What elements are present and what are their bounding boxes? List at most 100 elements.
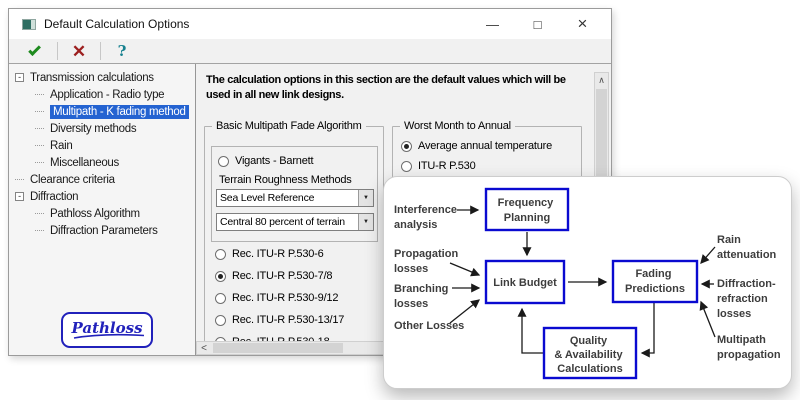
frequency-planning-box: [484, 187, 570, 232]
radio-icon: [215, 314, 226, 326]
tree-item-multipath-k-fading-method[interactable]: Multipath - K fading method: [9, 103, 195, 120]
tree-item-clearance-criteria[interactable]: Clearance criteria: [9, 171, 195, 188]
radio-label: ITU-R P.530: [418, 160, 476, 172]
maximize-button[interactable]: □: [533, 16, 542, 32]
frequency-planning-label: Frequency Planning: [498, 197, 557, 224]
tree-item-diffraction[interactable]: - Diffraction: [9, 188, 195, 205]
basic-multipath-fade-algorithm-group: Basic Multipath Fade Algorithm Vigants -…: [204, 120, 384, 348]
tree-item-rain[interactable]: Rain: [9, 137, 195, 154]
cancel-button[interactable]: ✕: [62, 40, 96, 62]
select-value: Central 80 percent of terrain: [220, 216, 345, 228]
radio-average-annual-temperature[interactable]: Average annual temperature: [401, 138, 552, 154]
horizontal-scrollbar-thumb[interactable]: [213, 343, 343, 353]
flow-box-fading-predictions: Fading Predictions: [611, 259, 699, 304]
tree-item-label: Diffraction Parameters: [50, 224, 158, 237]
title-bar[interactable]: Default Calculation Options — □ ×: [9, 9, 611, 39]
toolbar-separator: [57, 42, 58, 60]
link-budget-box: [484, 259, 566, 305]
tree-collapse-icon[interactable]: -: [15, 73, 24, 82]
app-icon: [22, 18, 36, 30]
tree-item-label: Application - Radio type: [50, 88, 165, 101]
tree-item-application-radio-type[interactable]: Application - Radio type: [9, 86, 195, 103]
tree-connector: [35, 128, 44, 129]
tree-item-label-selected: Multipath - K fading method: [50, 104, 189, 119]
radio-icon: [215, 248, 226, 260]
tree-collapse-icon[interactable]: -: [15, 192, 24, 201]
terrain-roughness-label: Terrain Roughness Methods: [219, 174, 352, 186]
branching-losses-label: Branching losses: [394, 283, 451, 310]
flow-box-link-budget: Link Budget: [484, 259, 566, 305]
tree-connector: [35, 111, 44, 112]
terrain-percent-select[interactable]: Central 80 percent of terrain ▼: [216, 213, 374, 231]
group-title: Basic Multipath Fade Algorithm: [212, 120, 366, 132]
radio-itu-r-p530-6[interactable]: Rec. ITU-R P.530-6: [215, 246, 324, 262]
radio-vigants-barnett[interactable]: Vigants - Barnett: [218, 153, 314, 169]
ok-button[interactable]: [19, 40, 53, 62]
terrain-reference-select[interactable]: Sea Level Reference ▼: [216, 189, 374, 207]
group-title: Worst Month to Annual: [400, 120, 515, 132]
radio-label: Vigants - Barnett: [235, 155, 314, 167]
tree-item-label: Diversity methods: [50, 122, 137, 135]
fading-predictions-box: [611, 259, 699, 304]
radio-label: Rec. ITU-R P.530-7/8: [232, 270, 333, 282]
radio-itu-r-p530-9-12[interactable]: Rec. ITU-R P.530-9/12: [215, 290, 338, 306]
tree-item-transmission-calculations[interactable]: - Transmission calculations: [9, 69, 195, 86]
quality-availability-box: [542, 326, 638, 380]
logo-underline: [73, 333, 145, 339]
tree-connector: [35, 213, 44, 214]
help-button[interactable]: ?: [105, 40, 139, 62]
radio-label: Average annual temperature: [418, 140, 553, 152]
radio-icon: [218, 155, 229, 167]
help-icon: ?: [117, 42, 127, 60]
tree-connector: [35, 94, 44, 95]
close-button[interactable]: ×: [577, 14, 588, 33]
dropdown-arrow-icon[interactable]: ▼: [358, 190, 373, 206]
radio-icon-checked: [401, 140, 412, 152]
workflow-diagram: Frequency Planning Link Budget Fading Pr…: [394, 187, 781, 380]
interference-analysis-label: Interference analysis: [394, 204, 460, 231]
section-description: The calculation options in this section …: [206, 74, 566, 101]
workflow-diagram-panel: Frequency Planning Link Budget Fading Pr…: [383, 176, 792, 389]
tree-connector: [35, 162, 44, 163]
tree-item-label: Diffraction: [30, 190, 79, 203]
tree-item-label: Miscellaneous: [50, 156, 119, 169]
fading-predictions-label: Fading Predictions: [625, 268, 685, 295]
tree-item-label: Rain: [50, 139, 73, 152]
window-title: Default Calculation Options: [44, 17, 190, 31]
pathloss-logo: Pathloss: [61, 312, 153, 348]
radio-icon: [401, 160, 412, 172]
flow-box-quality-availability: Quality & Availability Calculations: [542, 326, 638, 380]
check-icon: [28, 43, 41, 56]
quality-availability-label: Quality & Availability Calculations: [554, 335, 625, 375]
radio-itu-r-p530-13-17[interactable]: Rec. ITU-R P.530-13/17: [215, 312, 344, 328]
scroll-left-icon[interactable]: <: [201, 342, 207, 354]
scroll-up-icon[interactable]: ∧: [598, 75, 605, 85]
tree-connector: [35, 230, 44, 231]
radio-label: Rec. ITU-R P.530-6: [232, 248, 324, 260]
tree-connector: [35, 145, 44, 146]
radio-icon: [215, 292, 226, 304]
tree-item-label: Transmission calculations: [30, 71, 154, 84]
vertical-scrollbar-thumb[interactable]: [596, 89, 607, 199]
toolbar: ✕ ?: [9, 39, 611, 63]
propagation-losses-label: Propagation losses: [394, 248, 461, 275]
tree-item-diffraction-parameters[interactable]: Diffraction Parameters: [9, 222, 195, 239]
tree-item-miscellaneous[interactable]: Miscellaneous: [9, 154, 195, 171]
vigants-subpanel: Vigants - Barnett Terrain Roughness Meth…: [211, 146, 378, 242]
radio-label: Rec. ITU-R P.530-9/12: [232, 292, 339, 304]
rain-attenuation-label: Rain attenuation: [717, 234, 777, 261]
other-losses-label: Other Losses: [394, 320, 464, 332]
tree-item-label: Pathloss Algorithm: [50, 207, 140, 220]
radio-itu-r-p530[interactable]: ITU-R P.530: [401, 158, 476, 174]
tree-item-pathloss-algorithm[interactable]: Pathloss Algorithm: [9, 205, 195, 222]
dropdown-arrow-icon[interactable]: ▼: [358, 214, 373, 230]
radio-icon-checked: [215, 270, 226, 282]
minimize-button[interactable]: —: [486, 16, 499, 32]
multipath-propagation-label: Multipath propagation: [717, 334, 781, 361]
radio-label: Rec. ITU-R P.530-13/17: [232, 314, 345, 326]
tree-item-diversity-methods[interactable]: Diversity methods: [9, 120, 195, 137]
pathloss-logo-text: Pathloss: [71, 319, 143, 337]
radio-itu-r-p530-7-8[interactable]: Rec. ITU-R P.530-7/8: [215, 268, 333, 284]
tree-connector: [15, 179, 24, 180]
